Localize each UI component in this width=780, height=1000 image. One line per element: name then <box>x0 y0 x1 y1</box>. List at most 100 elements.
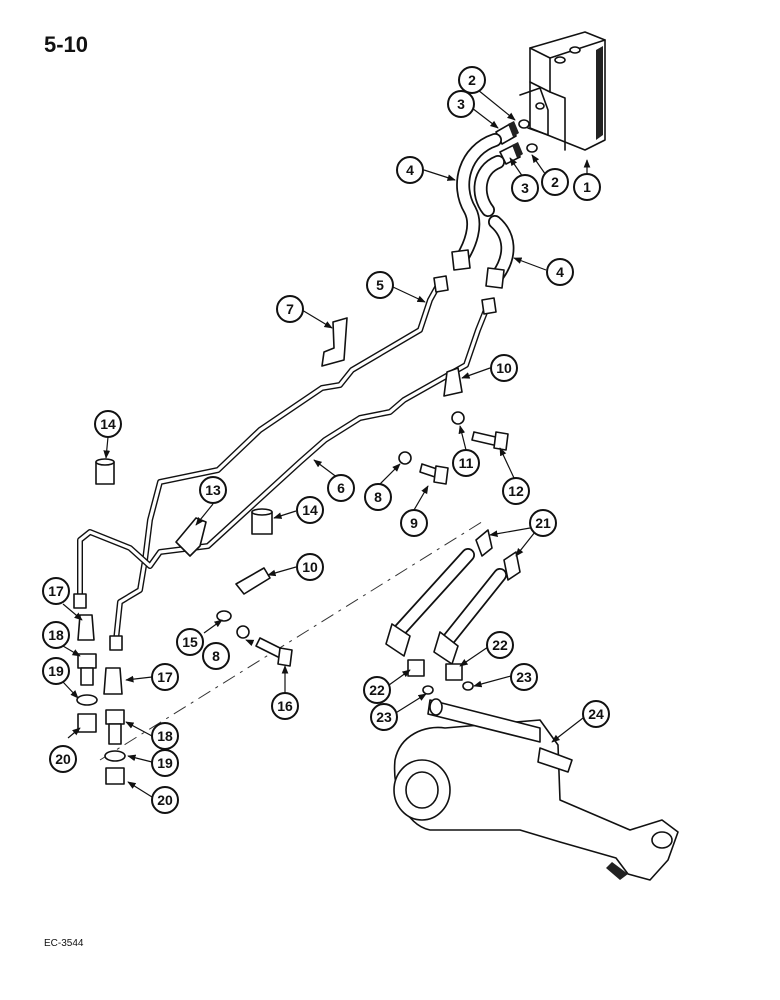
svg-text:8: 8 <box>212 648 220 664</box>
callout-10-upper: 10 <box>490 354 518 382</box>
hose-right <box>473 155 515 289</box>
callout-23-left: 23 <box>370 703 398 731</box>
svg-text:23: 23 <box>376 709 392 725</box>
callout-3-upper: 3 <box>447 90 475 118</box>
valve-block <box>519 31 606 151</box>
svg-text:23: 23 <box>516 669 532 685</box>
svg-text:16: 16 <box>277 698 293 714</box>
callout-12: 12 <box>502 477 530 505</box>
svg-text:18: 18 <box>48 627 64 643</box>
callout-3-lower: 3 <box>511 174 539 202</box>
svg-text:20: 20 <box>157 792 173 808</box>
hose-left <box>451 133 502 271</box>
callout-14-lower: 14 <box>296 496 324 524</box>
callout-2-upper: 2 <box>458 66 486 94</box>
callout-20-lower: 20 <box>151 786 179 814</box>
svg-text:22: 22 <box>369 682 385 698</box>
callout-9: 9 <box>400 509 428 537</box>
callout-5: 5 <box>366 271 394 299</box>
callout-13: 13 <box>199 476 227 504</box>
svg-text:19: 19 <box>48 663 64 679</box>
callout-17-lower: 17 <box>151 663 179 691</box>
svg-text:17: 17 <box>48 583 64 599</box>
callout-8-upper: 8 <box>364 483 392 511</box>
o-ring-23-right <box>462 681 474 691</box>
callout-22-right: 22 <box>486 631 514 659</box>
washer-8-lower <box>236 625 250 639</box>
svg-text:7: 7 <box>286 301 294 317</box>
spacer-upper <box>95 458 115 485</box>
callout-18-lower: 18 <box>151 722 179 750</box>
svg-text:17: 17 <box>157 669 173 685</box>
bolt-9 <box>419 463 449 485</box>
pipe-clip-middle <box>175 517 207 557</box>
pipe-clip-upper <box>321 317 348 367</box>
svg-text:3: 3 <box>457 96 465 112</box>
svg-text:22: 22 <box>492 637 508 653</box>
svg-text:20: 20 <box>55 751 71 767</box>
callout-1: 1 <box>573 173 601 201</box>
svg-text:9: 9 <box>410 515 418 531</box>
svg-text:5: 5 <box>376 277 384 293</box>
figure-code: EC-3544 <box>44 938 84 949</box>
svg-text:1: 1 <box>583 179 591 195</box>
page-number: 5-10 <box>44 32 89 57</box>
callout-17-upper: 17 <box>42 577 70 605</box>
o-ring-upper <box>518 119 530 129</box>
svg-text:14: 14 <box>100 416 116 432</box>
spacer-lower <box>251 508 273 535</box>
bolt-16 <box>255 637 293 667</box>
svg-text:4: 4 <box>406 162 414 178</box>
washer-11 <box>451 411 465 425</box>
fitting-stack-right <box>103 667 126 785</box>
o-ring-lower <box>526 143 538 153</box>
o-ring-23-left <box>422 685 434 695</box>
svg-text:15: 15 <box>182 634 198 650</box>
callout-23-right: 23 <box>510 663 538 691</box>
svg-text:24: 24 <box>588 706 604 722</box>
clip-lower-left <box>235 567 271 595</box>
svg-text:10: 10 <box>302 559 318 575</box>
adapter-22-left <box>407 659 425 677</box>
svg-text:2: 2 <box>468 72 476 88</box>
pipe-lower <box>73 297 497 609</box>
callout-15: 15 <box>176 628 204 656</box>
fitting-stack-left <box>76 614 98 733</box>
short-hose-right <box>433 551 521 665</box>
washer-15 <box>216 610 232 622</box>
callout-19-lower: 19 <box>151 749 179 777</box>
callout-16: 16 <box>271 692 299 720</box>
adapter-22-right <box>445 663 463 681</box>
svg-text:21: 21 <box>535 515 551 531</box>
callout-4-upper: 4 <box>396 156 424 184</box>
svg-text:6: 6 <box>337 480 345 496</box>
svg-text:12: 12 <box>508 483 524 499</box>
callout-20-upper: 20 <box>49 745 77 773</box>
callout-4-lower: 4 <box>546 258 574 286</box>
svg-text:11: 11 <box>459 455 474 471</box>
callout-2-lower: 2 <box>541 168 569 196</box>
svg-text:2: 2 <box>551 174 559 190</box>
callout-19-upper: 19 <box>42 657 70 685</box>
callout-21: 21 <box>529 509 557 537</box>
svg-text:19: 19 <box>157 755 173 771</box>
svg-text:14: 14 <box>302 502 318 518</box>
short-hose-left <box>385 529 493 657</box>
svg-text:3: 3 <box>521 180 529 196</box>
callout-18-upper: 18 <box>42 621 70 649</box>
callout-6: 6 <box>327 474 355 502</box>
callout-7: 7 <box>276 295 304 323</box>
svg-text:10: 10 <box>496 360 512 376</box>
svg-text:8: 8 <box>374 489 382 505</box>
axle-steering-housing <box>393 698 679 881</box>
callout-10-lower: 10 <box>296 553 324 581</box>
callout-11: 11 <box>452 449 480 477</box>
pipe-upper <box>109 275 449 651</box>
callout-22-left: 22 <box>363 676 391 704</box>
callout-8-lower: 8 <box>202 642 230 670</box>
bolt-12 <box>471 431 509 451</box>
svg-text:18: 18 <box>157 728 173 744</box>
svg-text:4: 4 <box>556 264 564 280</box>
svg-text:13: 13 <box>205 482 221 498</box>
